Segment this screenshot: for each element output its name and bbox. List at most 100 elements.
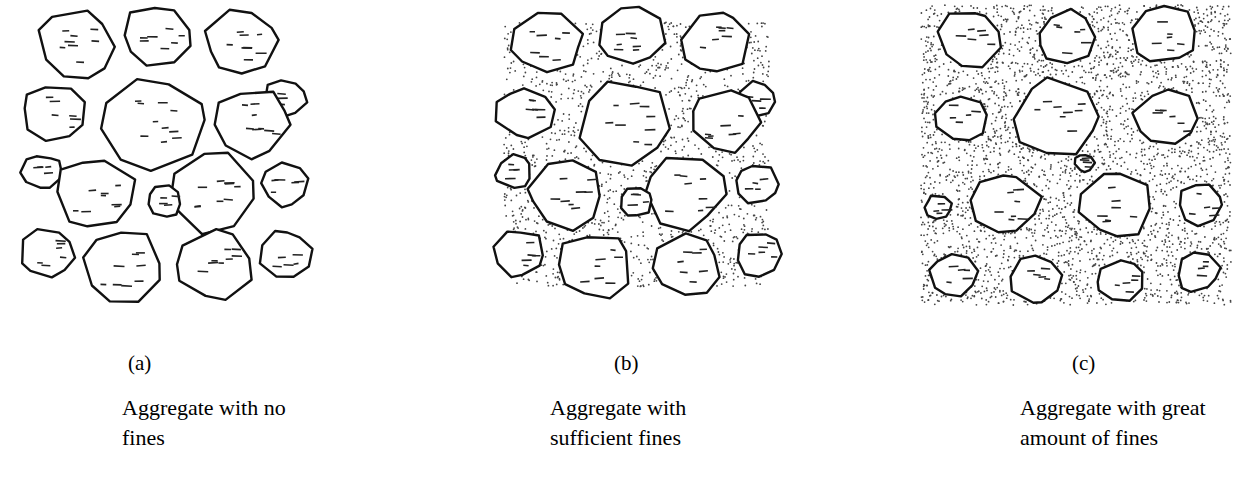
fines-dot xyxy=(658,227,660,229)
fines-dot xyxy=(751,230,753,232)
fines-dot xyxy=(583,70,585,72)
fines-dot xyxy=(574,157,576,159)
fines-dot xyxy=(554,228,556,230)
fines-dot xyxy=(565,73,567,75)
fines-dot xyxy=(643,175,645,177)
fines-dot xyxy=(757,49,759,51)
fines-dot xyxy=(660,151,662,153)
fines-dot xyxy=(578,105,580,107)
fines-dot xyxy=(648,284,650,286)
aggregate-particle xyxy=(57,161,135,227)
particle-hatch xyxy=(41,265,50,266)
particle-hatch xyxy=(720,125,731,126)
fines-dot xyxy=(546,159,548,161)
fines-dot xyxy=(742,232,744,234)
aggregate-particle xyxy=(177,229,252,300)
fines-dot xyxy=(739,161,741,163)
fines-dot xyxy=(582,106,584,108)
fines-dot xyxy=(633,78,635,80)
fines-dot xyxy=(545,275,547,277)
fines-dot xyxy=(676,33,678,35)
fines-dot xyxy=(656,65,658,67)
aggregate-particle xyxy=(205,10,279,74)
fines-dot xyxy=(528,219,530,221)
fines-dot xyxy=(522,84,524,86)
fines-dot xyxy=(654,279,656,281)
fines-dot xyxy=(727,263,729,265)
fines-dot xyxy=(607,198,609,200)
fines-dot xyxy=(577,129,579,131)
fines-dot xyxy=(576,231,578,233)
fines-dot xyxy=(606,202,608,204)
fines-dot xyxy=(586,86,588,88)
fines-dot xyxy=(731,268,733,270)
fines-dot xyxy=(586,28,588,30)
aggregate-particle xyxy=(693,90,761,153)
fines-dot xyxy=(615,224,617,226)
fines-dot xyxy=(676,25,678,27)
fines-dot xyxy=(748,23,750,25)
fines-dot xyxy=(767,36,769,38)
fines-dot xyxy=(637,278,639,280)
particle-hatch xyxy=(752,101,762,102)
fines-dot xyxy=(594,223,596,225)
fines-dot xyxy=(642,235,644,237)
fines-dot xyxy=(667,148,669,150)
fines-dot xyxy=(568,141,570,143)
fines-dot xyxy=(667,67,669,69)
fines-dot xyxy=(665,21,667,23)
fines-dot xyxy=(507,47,509,49)
fines-dot xyxy=(513,148,515,150)
aggregate-particle xyxy=(170,153,253,234)
fines-dot xyxy=(513,61,515,63)
fines-dot xyxy=(505,215,507,217)
fines-dot xyxy=(619,171,621,173)
fines-dot xyxy=(730,154,732,156)
fines-dot xyxy=(728,204,730,206)
fines-dot xyxy=(551,84,553,86)
aggregate-particle xyxy=(599,7,665,64)
fines-dot xyxy=(766,209,768,211)
aggregate-particle xyxy=(681,13,749,72)
particle-hatch xyxy=(224,199,233,200)
fines-dot xyxy=(601,185,603,187)
fines-dot xyxy=(546,143,548,145)
fines-dot xyxy=(612,191,614,193)
fines-dot xyxy=(598,50,600,52)
fines-dot xyxy=(716,285,718,287)
fines-dot xyxy=(599,229,601,231)
fines-dot xyxy=(751,53,753,55)
fines-dot xyxy=(610,178,612,180)
fines-dot xyxy=(755,278,757,280)
fines-dot xyxy=(553,240,555,242)
fines-dot xyxy=(642,160,644,162)
fines-dot xyxy=(694,144,696,146)
aggregate-particle xyxy=(101,79,205,171)
fines-dot xyxy=(545,238,547,240)
fines-dot xyxy=(519,221,521,223)
fines-dot xyxy=(675,141,677,143)
fines-dot xyxy=(607,210,609,212)
fines-dot xyxy=(520,206,522,208)
fines-dot xyxy=(584,85,586,87)
fines-dot xyxy=(756,135,758,137)
fines-dot xyxy=(726,281,728,283)
fines-dot xyxy=(523,63,525,65)
fines-dot xyxy=(550,84,552,86)
fines-dot xyxy=(661,239,663,241)
fines-dot xyxy=(509,51,511,53)
fines-dot xyxy=(550,138,552,140)
fines-dot xyxy=(531,159,533,161)
fines-dot xyxy=(542,89,544,91)
particle-hatch xyxy=(251,104,260,105)
aggregate-particle xyxy=(528,160,600,230)
fines-dot xyxy=(753,215,755,217)
fines-dot xyxy=(604,212,606,214)
fines-dot xyxy=(565,80,567,82)
fines-dot xyxy=(668,108,670,110)
aggregate-particle xyxy=(646,158,727,231)
fines-dot xyxy=(504,26,506,28)
fines-dot xyxy=(661,233,663,235)
fines-dot xyxy=(765,115,767,117)
fines-dot xyxy=(561,120,563,122)
